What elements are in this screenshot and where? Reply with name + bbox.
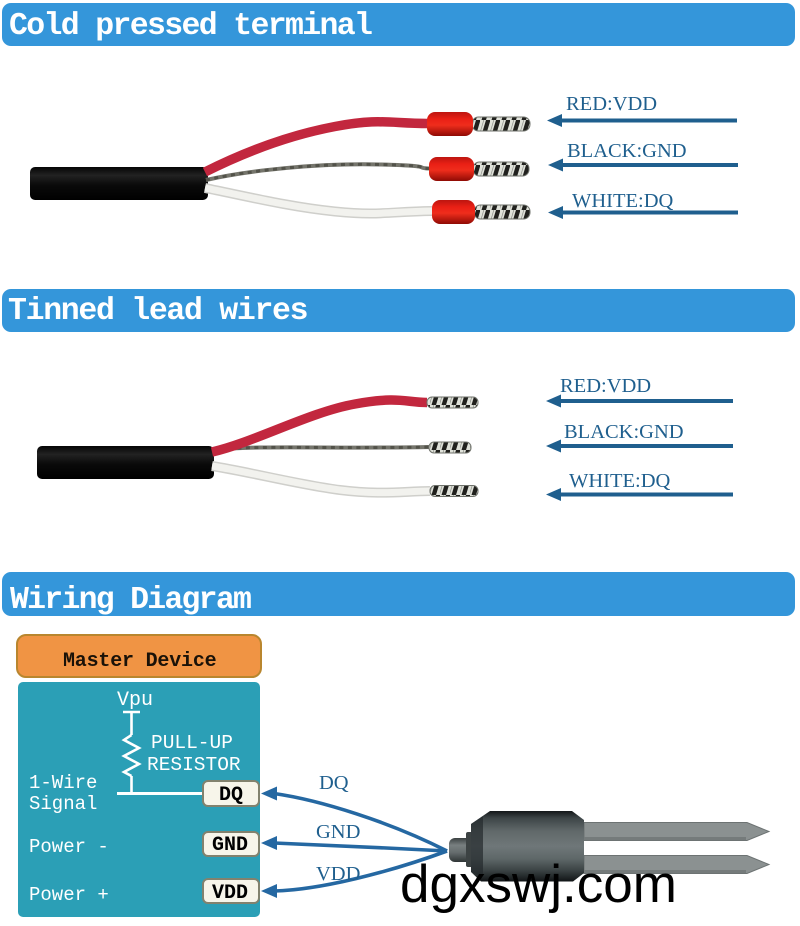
svg-text:WHITE:DQ: WHITE:DQ [569,470,671,492]
svg-text:DQ: DQ [219,784,243,807]
svg-text:Master Device: Master Device [63,650,217,673]
svg-text:VDD: VDD [316,863,360,885]
svg-text:RED:VDD: RED:VDD [560,375,651,397]
svg-text:Wiring Diagram: Wiring Diagram [10,583,251,618]
svg-text:GND: GND [212,834,248,857]
svg-text:dgxswj.com: dgxswj.com [400,855,677,914]
svg-text:GND: GND [316,821,360,843]
svg-text:BLACK:GND: BLACK:GND [564,421,684,443]
svg-text:WHITE:DQ: WHITE:DQ [572,190,674,212]
svg-text:Power +: Power + [29,884,109,906]
svg-text:Power -: Power - [29,836,109,858]
svg-text:DQ: DQ [319,772,349,794]
svg-text:Signal: Signal [29,793,97,815]
svg-text:BLACK:GND: BLACK:GND [567,140,687,162]
svg-text:VDD: VDD [212,882,248,905]
svg-text:PULL-UP: PULL-UP [151,732,233,754]
svg-text:RED:VDD: RED:VDD [566,93,657,115]
svg-text:RESISTOR: RESISTOR [147,754,241,776]
svg-text:Tinned lead wires: Tinned lead wires [8,294,307,329]
svg-text:Cold pressed terminal: Cold pressed terminal [9,9,372,44]
svg-text:Vpu: Vpu [117,689,153,712]
svg-text:1-Wire: 1-Wire [29,772,97,794]
